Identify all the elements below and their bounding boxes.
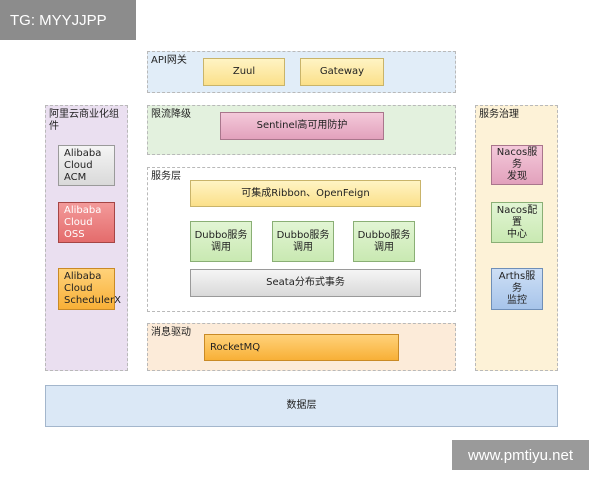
zuul-box: Zuul bbox=[203, 58, 285, 86]
integration-box: 可集成Ribbon、OpenFeign bbox=[190, 180, 421, 207]
dubbo-box-1: Dubbo服务 调用 bbox=[190, 221, 252, 262]
nacos-config-box: Nacos配置 中心 bbox=[491, 202, 543, 243]
seata-box: Seata分布式事务 bbox=[190, 269, 421, 297]
alibaba-oss-box: Alibaba Cloud OSS bbox=[58, 202, 115, 243]
alibaba-commercial-label: 阿里云商业化组件 bbox=[49, 109, 119, 132]
dubbo-box-3: Dubbo服务 调用 bbox=[353, 221, 415, 262]
sentinel-box: Sentinel高可用防护 bbox=[220, 112, 384, 140]
rate-limit-label: 限流降级 bbox=[151, 109, 191, 120]
dubbo-box-2: Dubbo服务 调用 bbox=[272, 221, 334, 262]
service-governance-label: 服务治理 bbox=[479, 109, 519, 120]
api-gateway-label: API网关 bbox=[151, 55, 187, 66]
tg-badge: TG: MYYJJPP bbox=[0, 0, 136, 40]
arths-monitor-box: Arths服务 监控 bbox=[491, 268, 543, 310]
data-layer-box: 数据层 bbox=[45, 385, 558, 427]
service-layer-label: 服务层 bbox=[151, 171, 181, 182]
alibaba-acm-box: Alibaba Cloud ACM bbox=[58, 145, 115, 186]
gateway-box: Gateway bbox=[300, 58, 384, 86]
alibaba-schedulerx-box: Alibaba Cloud SchedulerX bbox=[58, 268, 121, 310]
message-driven-label: 消息驱动 bbox=[151, 327, 191, 338]
watermark: www.pmtiyu.net bbox=[452, 440, 589, 470]
rocketmq-box: RocketMQ bbox=[204, 334, 399, 361]
nacos-discovery-box: Nacos服务 发现 bbox=[491, 145, 543, 185]
